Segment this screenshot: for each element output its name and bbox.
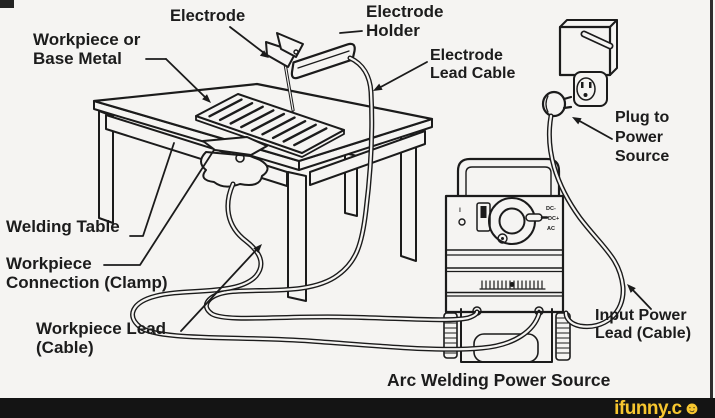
label-workpiece-connection-line1: Workpiece <box>6 254 92 273</box>
leader-workpiece <box>145 58 211 103</box>
smiley-icon: ☻ <box>682 398 702 418</box>
label-workpiece-connection: Workpiece Connection (Clamp) <box>6 254 168 292</box>
leader-lines <box>103 26 652 332</box>
input-power-cable-drawing <box>546 113 626 330</box>
label-workpiece-lead-line2: (Cable) <box>36 338 94 358</box>
ifunny-watermark: ifunny.c☻ <box>614 399 701 418</box>
leader-electrode-lead-cable <box>373 61 428 91</box>
selector-ac-label: AC <box>547 226 555 232</box>
label-electrode-lead-cable: Electrode Lead Cable <box>430 47 515 83</box>
machine-base-drawing <box>443 306 571 363</box>
leader-input-power <box>627 284 652 310</box>
label-electrode-lead-line1: Electrode <box>430 47 503 64</box>
watermark-bar: ifunny.c☻ <box>0 398 715 418</box>
mode-selector-drawing <box>525 213 549 222</box>
label-electrode: Electrode <box>170 7 245 25</box>
diagram-caption-text: Arc Welding Power Source <box>387 370 611 390</box>
workpiece-clamp-drawing <box>200 136 269 188</box>
ifunny-watermark-text: ifunny.c <box>614 397 682 418</box>
label-plug-line1: Plug to <box>615 109 670 126</box>
label-input-power-lead: Input Power Lead (Cable) <box>595 307 691 343</box>
power-source-drawing <box>443 157 571 363</box>
leader-plug <box>572 117 613 140</box>
label-electrode-lead-line2: Lead Cable <box>430 64 516 82</box>
label-electrode-holder-line1: Electrode <box>366 2 444 21</box>
right-edge-border <box>710 0 713 418</box>
label-workpiece-base-metal: Workpiece or Base Metal <box>33 30 140 68</box>
corner-artifact <box>0 0 14 8</box>
electrode-lead-cable-drawing <box>204 55 480 323</box>
label-plug-to-power-source: Plug to Power Source <box>615 108 669 167</box>
power-plug-drawing <box>541 90 573 118</box>
label-welding-table: Welding Table <box>6 217 120 236</box>
label-plug-line3: Source <box>615 148 670 166</box>
selector-dc-neg-label: DC- <box>546 206 556 212</box>
leader-welding-table <box>129 142 175 237</box>
amperage-scale-drawing <box>479 280 546 290</box>
leader-electrode <box>229 26 269 58</box>
label-electrode-text: Electrode <box>170 7 246 25</box>
label-workpiece-line1: Workpiece or <box>33 30 141 49</box>
label-workpiece-connection-line2: Connection (Clamp) <box>6 273 168 293</box>
label-electrode-holder: Electrode Holder <box>366 2 443 40</box>
label-welding-table-text: Welding Table <box>6 217 120 236</box>
leader-workpiece-connection <box>103 149 215 266</box>
label-input-power-line2: Lead (Cable) <box>595 324 692 342</box>
leader-workpiece-lead <box>180 244 262 332</box>
workpiece-plate-drawing <box>195 93 345 158</box>
conduit-drawing <box>580 30 614 50</box>
diagram-caption: Arc Welding Power Source <box>387 370 611 391</box>
selector-dc-pos-label: DC+ <box>548 216 559 222</box>
line-art: I DC- DC+ AC <box>92 19 652 363</box>
right-wheel-drawing <box>555 312 571 361</box>
left-wheel-drawing <box>443 312 458 359</box>
label-workpiece-line2: Base Metal <box>33 49 122 69</box>
label-workpiece-lead: Workpiece Lead (Cable) <box>36 319 166 357</box>
leader-electrode-holder <box>339 30 363 34</box>
electrode-holder-drawing <box>265 32 356 112</box>
power-on-label: I <box>459 208 461 214</box>
label-electrode-holder-line2: Holder <box>366 21 420 41</box>
label-input-power-line1: Input Power <box>595 307 687 324</box>
label-workpiece-lead-line1: Workpiece Lead <box>36 319 167 338</box>
workpiece-lead-cable-drawing <box>130 181 542 352</box>
label-plug-line2: Power <box>615 128 664 146</box>
power-outlet-drawing <box>558 19 618 107</box>
